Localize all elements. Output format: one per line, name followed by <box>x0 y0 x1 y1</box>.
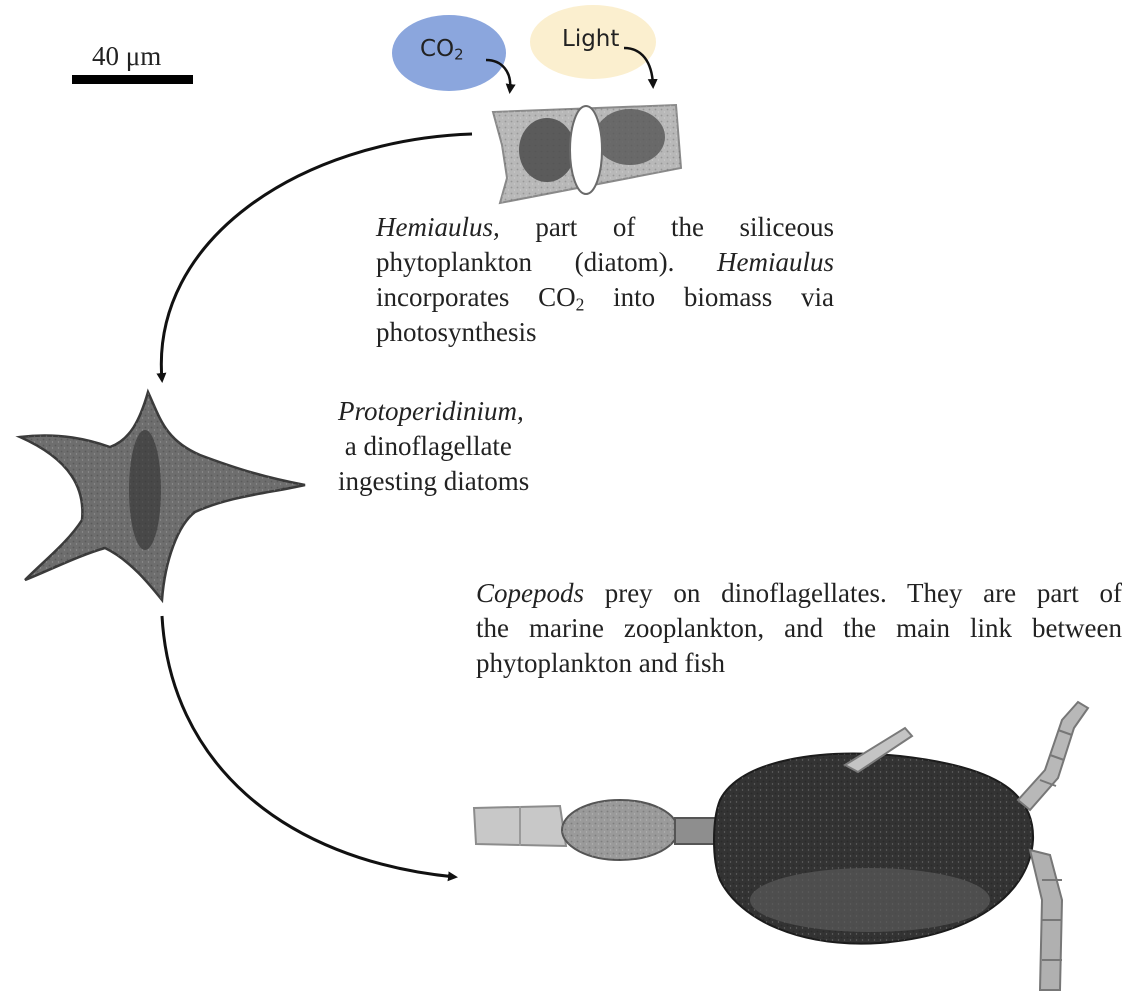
copepod-image <box>472 700 1090 991</box>
scale-bar-label: 40 μm <box>92 41 162 71</box>
hemiaulus-line3-text: incorporates CO <box>376 282 576 312</box>
protoperidinium-name-text: Protoperidinium, <box>338 396 524 426</box>
protoperidinium-line-3: ingesting diatoms <box>338 466 530 496</box>
arrow-dinoflagellate-to-copepod <box>160 615 458 882</box>
hemiaulus-line3-rest: into biomass via <box>584 282 834 312</box>
hemiaulus-caption-line-1: Hemiaulus, part of the siliceous <box>376 210 834 245</box>
hemiaulus-line1-text: part of the siliceous <box>499 212 834 242</box>
scale-bar <box>72 75 193 84</box>
hemiaulus-caption-line-3: incorporates CO2 into biomass via <box>376 280 834 315</box>
copepods-caption-line-3: phytoplankton and fish <box>476 648 725 678</box>
light-bubble <box>530 5 656 79</box>
hemiaulus-caption-line-2: phytoplankton (diatom). Hemiaulus <box>376 245 834 280</box>
light-label: Light <box>562 26 620 52</box>
co2-bubble <box>392 15 506 91</box>
protoperidinium-name: Protoperidinium, <box>338 394 598 429</box>
copepods-caption-line-1: Copepods prey on dinoflagellates. They a… <box>476 576 1122 611</box>
co2-arrow <box>485 58 516 94</box>
copepods-name: Copepods <box>476 578 584 608</box>
co2-label-subscript: 2 <box>454 45 464 64</box>
hemiaulus-name: Hemiaulus, <box>376 212 500 242</box>
protoperidinium-line-2: a dinoflagellate <box>338 431 512 461</box>
copepods-caption: Copepods prey on dinoflagellates. They a… <box>476 576 1122 681</box>
copepods-caption-line-2: the marine zooplankton, and the main lin… <box>476 613 1122 643</box>
co2-label-base: CO <box>420 36 455 62</box>
hemiaulus-co2-subscript: 2 <box>575 294 585 315</box>
hemiaulus-diatom-image <box>491 103 683 205</box>
arrow-diatom-to-dinoflagellate <box>156 132 473 383</box>
hemiaulus-caption-line-4: photosynthesis <box>376 317 537 347</box>
protoperidinium-caption: Protoperidinium, a dinoflagellate ingest… <box>338 394 598 499</box>
co2-label: CO2 <box>420 36 464 62</box>
light-arrow <box>623 46 658 89</box>
copepods-line1-text: prey on dinoflagellates. They are part o… <box>584 578 1122 608</box>
protoperidinium-image <box>15 388 306 604</box>
hemiaulus-caption: Hemiaulus, part of the siliceous phytopl… <box>376 210 834 350</box>
hemiaulus-line2-text: phytoplankton (diatom). <box>376 247 717 277</box>
hemiaulus-name-2: Hemiaulus <box>717 247 834 277</box>
